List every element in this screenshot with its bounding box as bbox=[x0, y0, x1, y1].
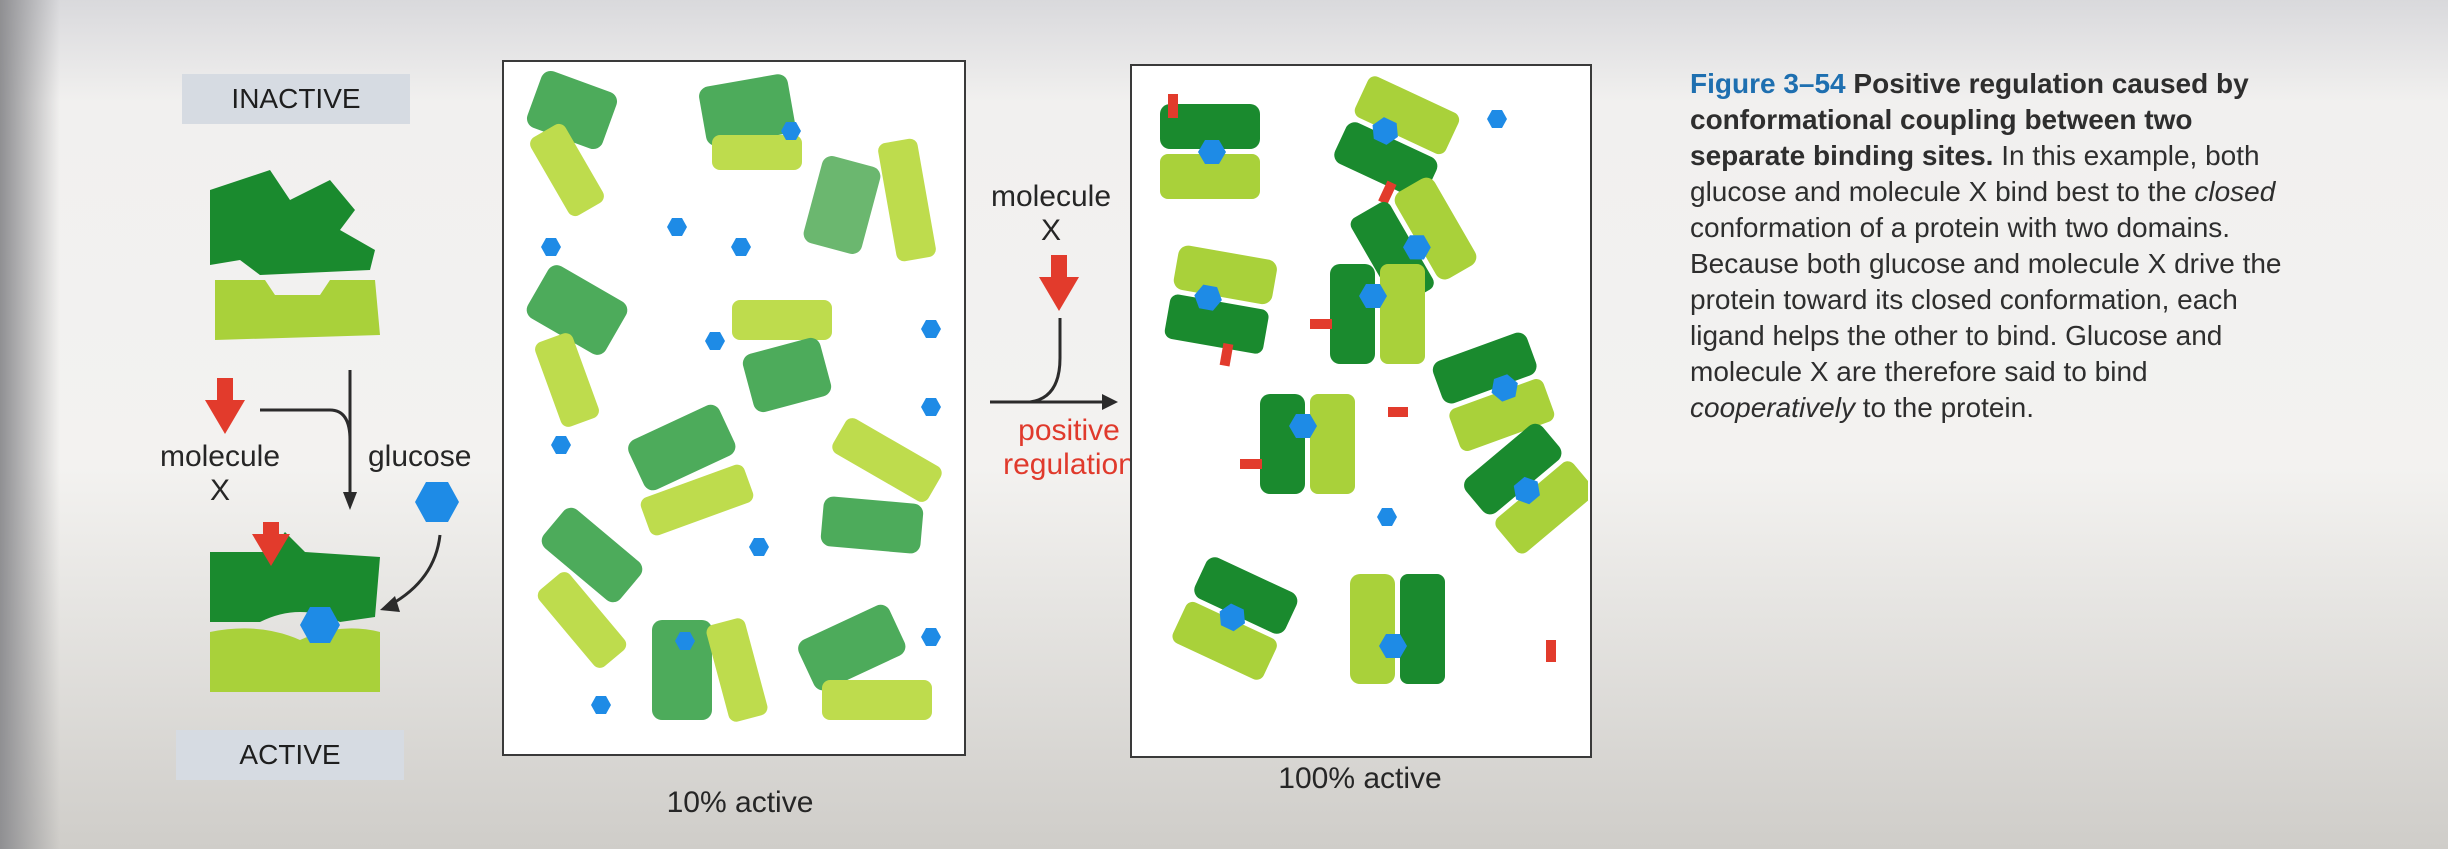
inactive-protein-mark bbox=[535, 333, 599, 427]
inactive-protein-mark bbox=[530, 123, 604, 217]
active-label: ACTIVE bbox=[176, 730, 404, 780]
binding-arrows-left bbox=[260, 370, 442, 612]
glucose-mark bbox=[541, 238, 561, 256]
bleed-through-text bbox=[760, 700, 2420, 840]
molecule-x-red-arrow-left bbox=[205, 378, 245, 434]
inactive-protein-mark bbox=[640, 464, 754, 536]
active-protein-mark bbox=[1160, 94, 1260, 199]
molecule-x-red-arrow-mid bbox=[1039, 255, 1079, 311]
glucose-mark bbox=[749, 538, 769, 556]
glucose-mark bbox=[705, 332, 725, 350]
inactive-protein-mark bbox=[803, 156, 881, 254]
glucose-mark bbox=[1377, 508, 1397, 526]
page-shadow bbox=[0, 0, 60, 849]
caption-italic-1: closed bbox=[2194, 176, 2276, 207]
panel-left-contents bbox=[526, 70, 942, 722]
figure-caption: Figure 3–54 Positive regulation caused b… bbox=[1690, 66, 2310, 426]
active-protein-mark bbox=[1464, 423, 1588, 554]
active-protein-mark bbox=[1432, 332, 1555, 452]
panel-left-caption: 10% active bbox=[666, 786, 814, 819]
inactive-protein-mark bbox=[822, 680, 932, 720]
glucose-mark bbox=[921, 398, 941, 416]
active-protein-mark bbox=[1334, 76, 1460, 205]
molecule-x-label-left: molecule X bbox=[159, 440, 281, 507]
inactive-protein-mark bbox=[706, 618, 768, 722]
active-protein-mark bbox=[1350, 574, 1445, 684]
glucose-mark bbox=[781, 122, 801, 140]
glucose-mark bbox=[551, 436, 571, 454]
caption-italic-2: cooperatively bbox=[1690, 392, 1855, 423]
panel-right-contents bbox=[1160, 76, 1588, 684]
inactive-protein-mark bbox=[820, 496, 924, 554]
glucose-mark bbox=[591, 696, 611, 714]
regulation-arrow bbox=[990, 318, 1118, 410]
molecule-x-mark bbox=[1388, 407, 1408, 417]
positive-regulation-label: positive regulation bbox=[1003, 414, 1135, 481]
glucose-mark bbox=[1487, 110, 1507, 128]
glucose-hexagon-left bbox=[415, 482, 459, 522]
inactive-protein bbox=[210, 170, 380, 340]
inactive-protein-mark bbox=[732, 300, 832, 340]
inactive-protein-mark bbox=[537, 572, 627, 668]
glucose-mark bbox=[921, 320, 941, 338]
inactive-protein-mark bbox=[832, 418, 942, 502]
active-protein-mark bbox=[1172, 557, 1298, 680]
glucose-mark bbox=[731, 238, 751, 256]
glucose-mark bbox=[667, 218, 687, 236]
glucose-mark bbox=[921, 628, 941, 646]
inactive-protein-mark bbox=[628, 404, 736, 491]
inactive-protein-mark bbox=[699, 74, 795, 146]
active-protein-mark bbox=[1260, 394, 1355, 494]
active-protein-mark bbox=[1330, 264, 1425, 364]
caption-body-2: conformation of a protein with two domai… bbox=[1690, 212, 2282, 387]
caption-body-3: to the protein. bbox=[1862, 392, 2034, 423]
inactive-label: INACTIVE bbox=[182, 74, 410, 124]
molecule-x-mark bbox=[1310, 319, 1332, 329]
inactive-protein-mark bbox=[526, 265, 628, 355]
inactive-protein-mark bbox=[652, 620, 712, 720]
figure-number: Figure 3–54 bbox=[1690, 68, 1846, 99]
molecule-x-label-mid: molecule X bbox=[990, 180, 1112, 247]
active-protein bbox=[210, 522, 380, 692]
inactive-protein-mark bbox=[712, 135, 802, 170]
inactive-protein-mark bbox=[541, 507, 643, 603]
figure-lead: Positive regulation caused by conformati… bbox=[1690, 68, 2249, 171]
glucose-label: glucose bbox=[368, 440, 472, 473]
active-protein-mark bbox=[1164, 245, 1277, 367]
glucose-mark bbox=[675, 632, 695, 650]
molecule-x-mark bbox=[1546, 640, 1556, 662]
caption-body-1: In this example, both glucose and molecu… bbox=[1690, 140, 2260, 207]
inactive-protein-mark bbox=[742, 337, 832, 413]
panel-right-caption: 100% active bbox=[1278, 762, 1442, 795]
molecule-x-mark bbox=[1240, 459, 1262, 469]
inactive-protein-mark bbox=[798, 604, 906, 691]
inactive-protein-mark bbox=[878, 138, 936, 262]
